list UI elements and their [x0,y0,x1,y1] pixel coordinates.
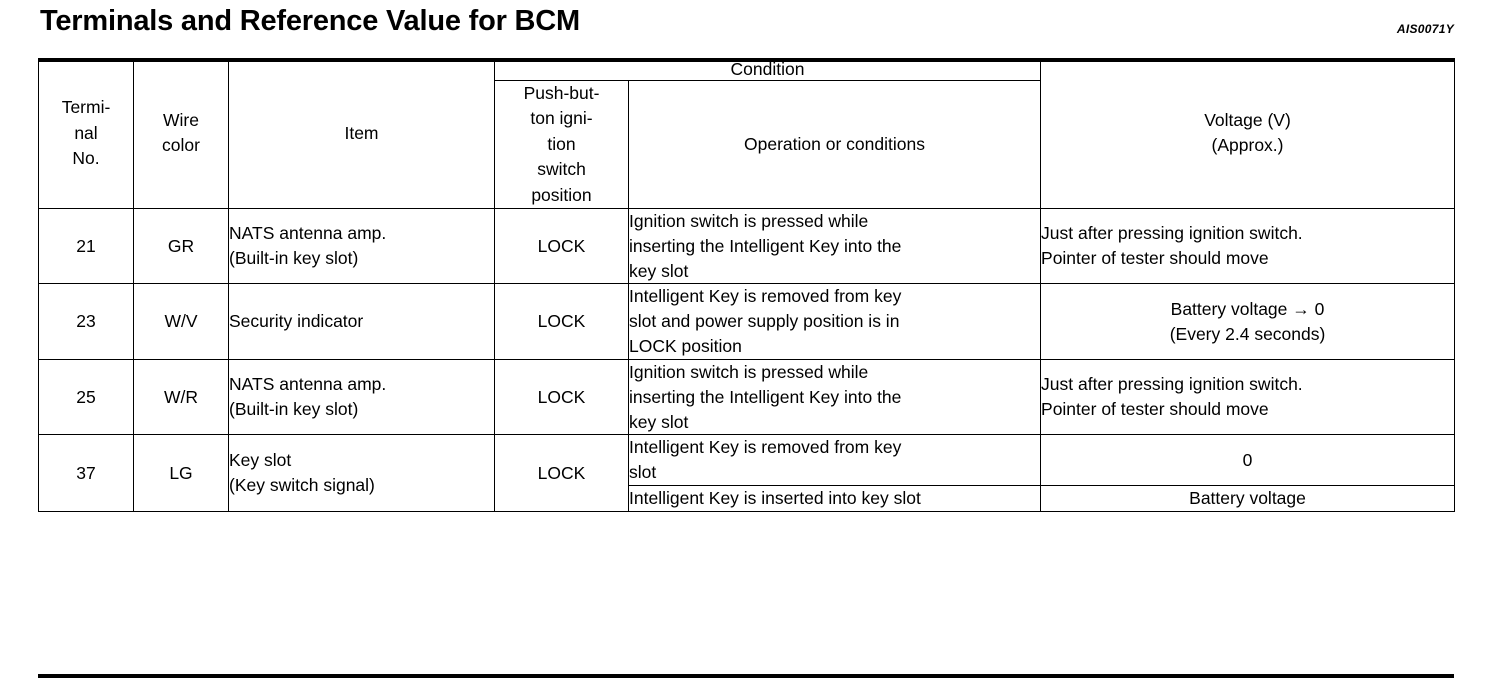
cell-item-line-1: NATS antenna amp. [229,374,387,395]
spec-table-wrapper: Termi- nal No. Wire color Item Condition… [38,58,1456,512]
cell-voltage-line-1: Battery voltage [1189,488,1306,509]
table-bottom-rule [38,674,1454,678]
cell-operation: Intelligent Key is removed from key slot [627,434,1042,487]
header-wire-color-line-2: color [162,135,200,156]
cell-voltage: Just after pressing ignition switch. Poi… [1040,207,1456,285]
cell-terminal-no: 25 [38,358,134,436]
cell-operation-line-3: key slot [629,260,689,281]
cell-terminal-no: 37 [38,434,134,512]
header-item: Item [228,58,495,209]
header-push-line-5: position [531,184,592,205]
header-terminal-no-line-2: nal [74,122,98,143]
cell-voltage-line-2: Pointer of tester should move [1041,399,1269,420]
cell-item: Security indicator [228,283,495,360]
cell-item: Key slot (Key switch signal) [228,434,495,512]
table-header-row-1: Termi- nal No. Wire color Item Condition… [38,58,1456,209]
header-push-line-2: ton igni- [530,108,593,129]
cell-operation-line-3: key slot [629,411,689,432]
cell-operation-line-1: Ignition switch is pressed while [629,210,869,231]
table-row: Intelligent Key is inserted into key slo… [39,485,1456,512]
cell-operation-line-3: LOCK position [629,336,742,357]
cell-push-button-position: LOCK [494,207,629,285]
cell-voltage: Battery voltage [1040,485,1456,512]
header-terminal-no-line-1: Termi- [61,97,111,118]
cell-voltage-line-1: Just after pressing ignition switch. [1041,374,1303,395]
header-voltage: Voltage (V) (Approx.) [1040,58,1456,209]
cell-voltage: Battery voltage → 0 (Every 2.4 seconds) [1040,283,1456,360]
cell-push-button-position: LOCK [494,283,629,360]
header-operation-or-conditions: Operation or conditions [627,80,1042,209]
table-row: 21 GR NATS antenna amp. (Built-in key sl… [38,207,1456,285]
cell-terminal-no: 21 [38,207,134,285]
cell-wire-color: W/V [133,283,229,360]
cell-operation-line-1: Intelligent Key is removed from key [629,286,902,307]
cell-operation: Intelligent Key is removed from key slot… [627,283,1042,360]
cell-item: NATS antenna amp. (Built-in key slot) [228,358,495,436]
table-row: 23 W/V Security indicator LOCK Intellige… [38,283,1456,360]
cell-voltage: 0 [1040,434,1456,487]
cell-voltage-line-1: Just after pressing ignition switch. [1041,223,1303,244]
header-push-line-3: tion [547,133,576,154]
cell-wire-color: LG [133,434,229,512]
cell-voltage: Just after pressing ignition switch. Poi… [1040,358,1456,436]
header-voltage-line-2: (Approx.) [1211,135,1284,156]
cell-wire-color: W/R [133,358,229,436]
cell-terminal-no: 23 [38,283,134,360]
table-row: 25 W/R NATS antenna amp. (Built-in key s… [38,358,1456,436]
table-header-row-2: Push-but- ton igni- tion switch position… [39,80,1455,209]
cell-wire-color: GR [133,207,229,285]
cell-operation: Intelligent Key is inserted into key slo… [627,485,1042,512]
cell-voltage-line-1: Battery voltage → 0 [1170,298,1325,319]
cell-item-line-2: (Built-in key slot) [229,248,359,269]
cell-operation: Ignition switch is pressed while inserti… [627,207,1042,285]
header-wire-color: Wire color [133,58,229,209]
cell-operation-line-2: inserting the Intelligent Key into the [629,386,902,407]
figure-reference-code: AIS0071Y [1396,22,1454,36]
terminals-reference-table: Termi- nal No. Wire color Item Condition… [38,58,1456,512]
header-voltage-line-1: Voltage (V) [1204,110,1291,131]
table-top-rule [38,58,1454,62]
cell-operation-line-1: Intelligent Key is inserted into key slo… [629,488,921,509]
title-row: Terminals and Reference Value for BCM AI… [0,0,1504,56]
table-row: 37 LG Key slot (Key switch signal) LOCK … [38,434,1456,512]
cell-push-button-position: LOCK [494,434,629,512]
cell-operation-line-1: Intelligent Key is removed from key [629,437,902,458]
cell-item-line-1: Key slot [229,450,292,471]
cell-item-line-2: (Key switch signal) [229,475,375,496]
cell-operation: Ignition switch is pressed while inserti… [627,358,1042,436]
header-wire-color-line-1: Wire [163,110,199,131]
cell-operation-line-2: slot and power supply position is in [629,311,900,332]
cell-push-button-position: LOCK [494,358,629,436]
cell-item: NATS antenna amp. (Built-in key slot) [228,207,495,285]
cell-operation-line-2: slot [629,462,657,483]
cell-operation-line-2: inserting the Intelligent Key into the [629,235,902,256]
page-title: Terminals and Reference Value for BCM [40,5,581,37]
header-push-line-4: switch [537,159,586,180]
cell-operation-line-1: Ignition switch is pressed while [629,361,869,382]
header-push-line-1: Push-but- [523,83,600,103]
header-push-button-position: Push-but- ton igni- tion switch position [494,80,629,209]
cell-voltage-line-2: (Every 2.4 seconds) [1169,323,1326,344]
cell-item-line-2: (Built-in key slot) [229,399,359,420]
header-terminal-no: Termi- nal No. [38,58,134,209]
cell-voltage-line-2: Pointer of tester should move [1041,248,1269,269]
header-terminal-no-line-3: No. [72,148,100,169]
cell-item-line-1: Security indicator [229,311,364,332]
cell-item-line-1: NATS antenna amp. [229,223,387,244]
cell-voltage-line-1: 0 [1242,449,1253,470]
